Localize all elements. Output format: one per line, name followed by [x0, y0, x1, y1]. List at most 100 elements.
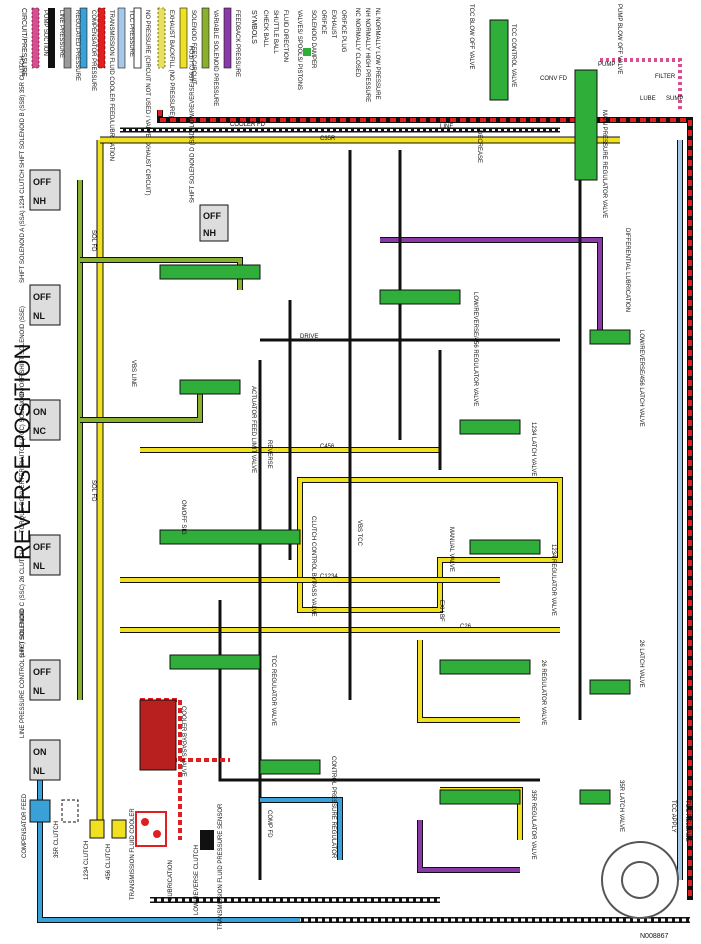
legend-item: EXHAUST BACKFILL (NO PRESSURE) [168, 10, 174, 117]
svg-text:35R LATCH VALVE: 35R LATCH VALVE [618, 780, 624, 832]
line-labels: LINE DRIVE REVERSE SOL FD SOL FD VBS LIN… [90, 62, 690, 842]
legend-codes: NC NORMALLY CLOSED NH NORMALLY HIGH PRES… [354, 8, 380, 102]
line-label: TCC RELEASE [684, 800, 690, 842]
26-latch-valve: 26 LATCH VALVE [589, 640, 644, 695]
1234-regulator-valve: 1234 REGULATOR VALVE [469, 539, 556, 616]
low-reverse-456-latch: LOW/REVERSE/456 LATCH VALVE [589, 329, 644, 427]
line-label: DECREASE [476, 130, 482, 163]
actuator-feed-limit-valve: ACTUATOR FEED LIMIT VALVE [179, 379, 256, 473]
legend-heading: CIRCUIT/PRESSURE [20, 8, 27, 77]
svg-text:CLUTCH CONTROL BYPASS VALVE: CLUTCH CONTROL BYPASS VALVE [310, 516, 316, 616]
svg-text:ACTUATOR FEED LIMIT VALVE: ACTUATOR FEED LIMIT VALVE [250, 386, 256, 473]
legend-symbol: VALVES/ SPOOLS/ PISTONS [296, 10, 302, 90]
cooler-bypass-valve: COOLER BYPASS VALVE [139, 699, 186, 777]
solenoid-label: LINE PRESSURE CONTROL (LPC) SOLENOID [20, 609, 26, 738]
line-label: VBS LINE [130, 360, 136, 387]
line-label: CONV FD [540, 76, 568, 82]
solenoid-state: NC [33, 426, 46, 436]
svg-text:LOW/REVERSE/456 REGULATOR VALV: LOW/REVERSE/456 REGULATOR VALVE [472, 292, 478, 406]
tcc-control-valve: TCC CONTROL VALVE [489, 19, 516, 101]
legend-item: COMPENSATOR PRESSURE [90, 10, 96, 91]
solenoid-state: OFF [203, 211, 221, 221]
line-label: C35R [320, 136, 336, 142]
solenoid-label: SHIFT SOLENOID B (SSB) 35R CLUTCH [20, 56, 26, 168]
legend-symbols-heading: SYMBOLS [250, 10, 257, 44]
line-label: REVERSE [266, 440, 272, 469]
svg-text:26 LATCH VALVE: 26 LATCH VALVE [638, 640, 644, 688]
legend-symbol: ORIFICE [320, 10, 326, 34]
svg-text:TCC CONTROL VALVE: TCC CONTROL VALVE [510, 24, 516, 87]
line-label: SUMP [666, 96, 683, 102]
clutch-label: TRANSMISSION FLUID COOLER [130, 808, 136, 900]
35r-latch-valve: 35R LATCH VALVE [579, 780, 624, 832]
legend-item: FEEDBACK PRESSURE [234, 10, 240, 77]
solenoids: OFF NH SHIFT SOLENOID B (SSB) 35R CLUTCH… [20, 46, 229, 781]
line-label: SOL FD [90, 230, 96, 252]
legend-symbol: CHECK BALL [262, 10, 268, 48]
solenoid-state: OFF [33, 292, 51, 302]
compensator-feed [29, 799, 51, 823]
clutch-456 [111, 819, 127, 839]
solenoid-label: ON/OFF SHIFT SOLENOID (SSE) [20, 306, 26, 398]
clutches: COMPENSATOR FEED 35R CLUTCH 1234 CLUTCH … [22, 793, 224, 930]
legend-code: NH NORMALLY HIGH PRESSURE [364, 8, 370, 102]
solenoid-state: NH [33, 196, 46, 206]
fluid-cooler [135, 811, 167, 847]
valve-label: PUMP BLOW OFF VALVE [616, 4, 622, 74]
clutch-control-bypass-valve: CLUTCH CONTROL BYPASS VALVE [159, 516, 316, 616]
clutch-label: 35R CLUTCH [54, 821, 60, 858]
line-label: COMP FD [266, 810, 272, 838]
legend-symbol: SOLENOID DAMPER [310, 10, 316, 69]
legend-item: PUMP SUCTION [42, 10, 48, 56]
line-label: C26 [460, 624, 472, 630]
legend-symbol: FLUID DIRECTION [282, 10, 288, 62]
solenoid-label: SHIFT SOLENOID D (SSD) LOW/REVERSE/456 C… [190, 46, 196, 203]
legend-item: NO PRESSURE (CIRCUIT NOT USED / VALVE EX… [144, 10, 150, 195]
figure-id: N008867 [640, 933, 669, 940]
legend-swatches [31, 7, 232, 69]
legend-symbol: SHUTTLE BALL [272, 10, 278, 54]
line-label: TCC APPLY [670, 800, 676, 833]
clutch-label: TRANSMISSION FLUID PRESSURE SENSOR [218, 803, 224, 930]
line-label: C1234 [320, 574, 338, 580]
low-reverse-456-regulator: LOW/REVERSE/456 REGULATOR VALVE [379, 289, 478, 406]
pump-icon [601, 841, 679, 919]
svg-text:26 REGULATOR VALVE: 26 REGULATOR VALVE [540, 660, 546, 725]
1234-latch-valve: 1234 LATCH VALVE [459, 419, 536, 476]
solenoid-ssa: OFF NL SHIFT SOLENOID A (SSA) 1234 CLUTC… [20, 169, 61, 326]
line-label: EXH BF [438, 600, 444, 622]
35r-regulator-valve: 35R REGULATOR VALVE [439, 789, 536, 860]
line-label: PUMP [598, 62, 615, 68]
legend-symbol: ORIFICE PLUG [340, 10, 346, 53]
legend: CIRCUIT/PRESSURE PUMP SUCTION LINE PRESS… [20, 7, 380, 195]
solenoid-state: NL [33, 561, 45, 571]
legend-code: NL NORMALLY LOW PRESSURE [374, 8, 380, 100]
legend-code: NC NORMALLY CLOSED [354, 8, 360, 78]
legend-item: TCC PRESSURE [128, 10, 134, 57]
line-label: ON/OFF SIG [180, 500, 186, 535]
solenoid-state: OFF [33, 177, 51, 187]
line-label: C456 [320, 444, 335, 450]
clutch-1234 [89, 819, 105, 839]
solenoid-state: ON [33, 747, 47, 757]
clutch-35r [61, 799, 79, 823]
line-label: COOLER FD [230, 122, 266, 128]
legend-item: VARIABLE SOLENOID PRESSURE [212, 10, 218, 106]
solenoid-state: ON [33, 407, 47, 417]
manual-valve: MANUAL VALVE [159, 264, 454, 572]
solenoid-label: SHIFT SOLENOID A (SSA) 1234 CLUTCH [20, 169, 26, 283]
svg-text:35R REGULATOR VALVE: 35R REGULATOR VALVE [530, 790, 536, 860]
svg-text:MANUAL VALVE: MANUAL VALVE [448, 527, 454, 572]
solenoid-state: NH [203, 228, 216, 238]
svg-text:1234 LATCH VALVE: 1234 LATCH VALVE [530, 422, 536, 476]
solenoid-sse: ON NC ON/OFF SHIFT SOLENOID (SSE) [20, 306, 61, 441]
clutch-label: 1234 CLUTCH [84, 841, 90, 880]
line-label: LINE [440, 124, 453, 130]
valve-label: DIFFERENTIAL LUBRICATION [624, 228, 630, 312]
svg-text:LOW/REVERSE/456 LATCH VALVE: LOW/REVERSE/456 LATCH VALVE [638, 330, 644, 427]
solenoid-state: OFF [33, 542, 51, 552]
solenoid-state: NL [33, 766, 45, 776]
clutch-label: 456 CLUTCH [106, 844, 112, 880]
clutch-label: LOW/REVERSE CLUTCH [194, 845, 200, 915]
